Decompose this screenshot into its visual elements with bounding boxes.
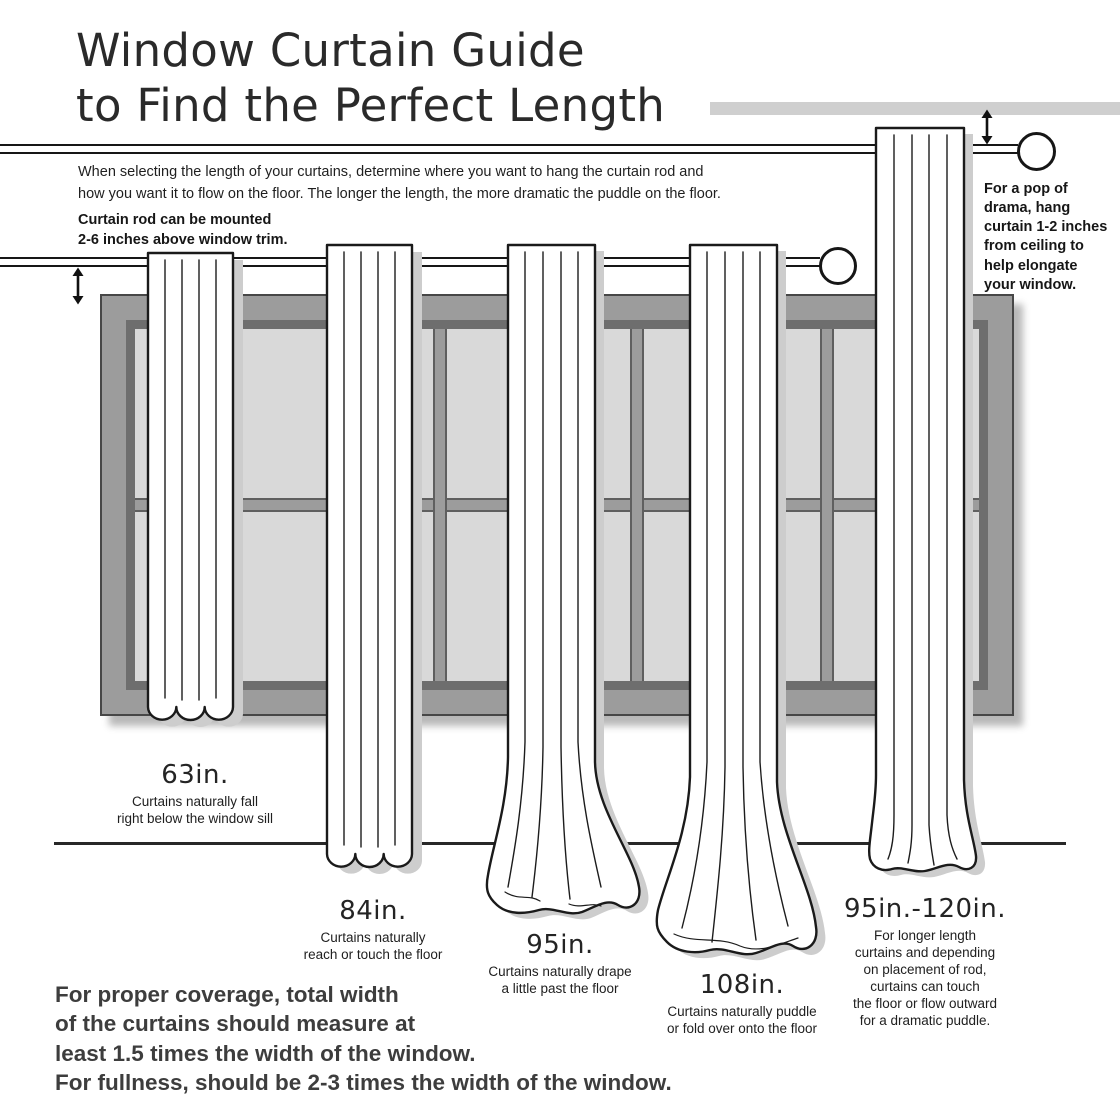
curtain-caption: For longer length curtains and depending…	[852, 928, 998, 1028]
ceiling-drama-note: For a pop of drama, hang curtain 1-2 inc…	[984, 181, 1108, 293]
coverage-note: For proper coverage, total width of the …	[55, 982, 672, 1095]
curtain-length-label: 63in.	[161, 760, 229, 790]
curtain-caption: Curtains naturally reach or touch the fl…	[303, 930, 443, 962]
curtain-body	[867, 126, 978, 873]
curtain-body	[485, 243, 641, 915]
window-mullion-vertical-2	[630, 329, 644, 681]
curtain-label-84in: 84in. Curtains naturally reach or touch …	[273, 896, 473, 963]
curtain-length-label: 95in.-120in.	[843, 894, 1007, 924]
curtain-108in-illustration	[655, 243, 826, 961]
curtain-folds	[164, 259, 217, 701]
ceiling-gap-arrow-icon	[981, 109, 993, 145]
curtain-caption: Curtains naturally fall right below the …	[116, 794, 274, 826]
curtain-length-label: 108in.	[699, 970, 785, 1000]
curtain-folds	[673, 251, 799, 950]
rod-finial-ceiling	[1017, 132, 1056, 171]
curtain-folds	[887, 134, 958, 866]
curtain-body	[325, 243, 414, 869]
curtain-84in-illustration	[325, 243, 422, 874]
page-title: Window Curtain Guide to Find the Perfect…	[76, 24, 666, 132]
curtain-folds	[343, 251, 396, 848]
rod-mount-note: Curtain rod can be mounted 2-6 inches ab…	[78, 212, 288, 248]
curtain-95-120in-illustration	[867, 126, 986, 878]
curtain-body	[146, 251, 235, 722]
window-mullion-vertical-1	[433, 329, 447, 681]
curtain-caption: Curtains naturally drape a little past t…	[488, 964, 632, 996]
curtain-label-95in: 95in. Curtains naturally drape a little …	[460, 930, 660, 997]
curtain-body	[655, 243, 818, 956]
curtain-folds	[504, 251, 602, 907]
curtain-length-label: 95in.	[526, 930, 594, 960]
curtain-label-95-120in: 95in.-120in. For longer length curtains …	[813, 894, 1037, 1029]
curtain-length-label: 84in.	[339, 896, 407, 926]
mount-height-arrow-icon	[72, 267, 84, 305]
curtain-rod-ceiling	[0, 144, 1018, 154]
intro-text: When selecting the length of your curtai…	[78, 164, 721, 202]
rod-finial-window	[819, 247, 857, 285]
curtain-label-108in: 108in. Curtains naturally puddle or fold…	[642, 970, 842, 1037]
curtain-95in-illustration	[485, 243, 649, 920]
window-mullion-vertical-3	[820, 329, 834, 681]
curtain-caption: Curtains naturally puddle or fold over o…	[666, 1004, 818, 1036]
curtain-63in-illustration	[146, 251, 243, 727]
curtain-label-63in: 63in. Curtains naturally fall right belo…	[95, 760, 295, 827]
ceiling-bar	[710, 102, 1120, 115]
